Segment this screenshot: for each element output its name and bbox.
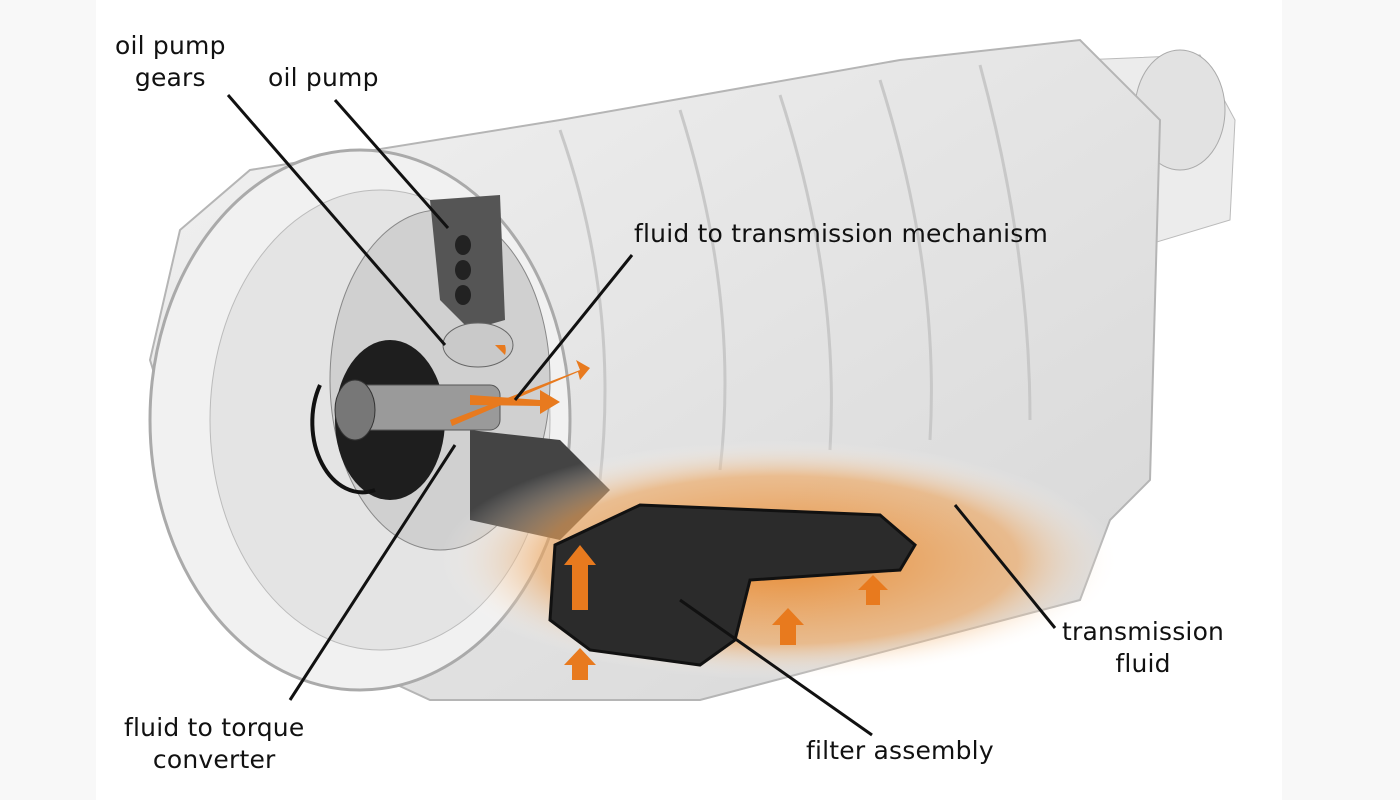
label-line: gears	[134, 63, 206, 92]
label-filter-assembly: filter assembly	[806, 736, 994, 765]
leader-lines	[226, 94, 1057, 737]
label-line: oil pump	[115, 31, 226, 60]
label-line: converter	[152, 745, 276, 774]
label-line: transmission	[1062, 617, 1225, 646]
label-transmission-fluid: transmission fluid	[1062, 616, 1224, 680]
label-line: fluid	[1115, 649, 1171, 678]
label-oil-pump-gears: oil pump gears	[115, 30, 226, 94]
fluid-flow-arrows	[450, 345, 888, 680]
label-line: fluid to torque	[124, 713, 305, 742]
rotation-arrow-icon	[310, 384, 376, 495]
case-ribs	[558, 64, 1032, 481]
label-oil-pump: oil pump	[268, 63, 379, 92]
label-fluid-to-torque-converter: fluid to torque converter	[124, 712, 304, 776]
filter-assembly	[548, 503, 917, 667]
label-fluid-to-transmission-mechanism: fluid to transmission mechanism	[634, 219, 1049, 248]
